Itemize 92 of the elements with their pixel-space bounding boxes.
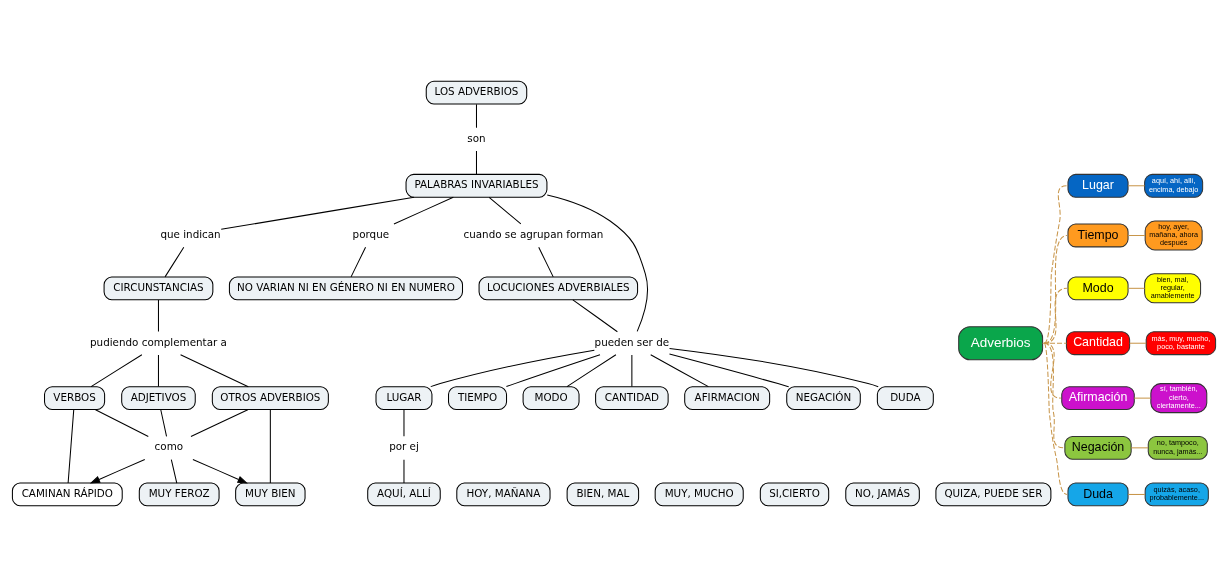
connector xyxy=(1043,287,1068,344)
node-box: NO VARIAN NI EN GÉNERO NI EN NUMERO xyxy=(228,275,463,300)
node-text: cuando se agrupan forman xyxy=(463,227,604,240)
connector xyxy=(220,196,415,230)
node-box: LOS ADVERBIOS xyxy=(425,80,528,104)
node-box: TIEMPO xyxy=(448,385,508,410)
node-text: como xyxy=(154,439,184,452)
connector xyxy=(170,458,178,484)
node-box: Adverbios xyxy=(958,325,1044,360)
connector xyxy=(157,299,159,332)
connector xyxy=(164,246,185,277)
node-box: Tiempo xyxy=(1067,223,1129,247)
node-box: AFIRMACION xyxy=(684,385,771,410)
node-box: Cantidad xyxy=(1065,330,1131,355)
node-text: por ej xyxy=(389,439,419,452)
node-box: PALABRAS INVARIABLES xyxy=(405,173,548,198)
node-box: Afirmación xyxy=(1061,385,1135,410)
connector xyxy=(350,246,367,277)
node-text: pueden ser de xyxy=(594,335,670,348)
connector xyxy=(546,193,648,332)
node-box: sí, también, cierto, ciertamente... xyxy=(1150,382,1208,413)
connector xyxy=(1043,342,1068,495)
connector xyxy=(67,408,75,483)
connector xyxy=(90,353,143,387)
node-box: CANTIDAD xyxy=(595,385,669,410)
node-box: más, muy, mucho, poco, bastante xyxy=(1145,330,1217,355)
node-box: NO, JAMÁS xyxy=(845,482,920,506)
connector xyxy=(1127,184,1145,186)
connector xyxy=(1130,446,1149,448)
connector xyxy=(1127,234,1146,236)
connector xyxy=(1043,234,1068,344)
connector xyxy=(1043,184,1068,344)
connector xyxy=(488,196,522,224)
node-box: MUY FEROZ xyxy=(138,482,220,506)
node-box: CAMINAN RÁPIDO xyxy=(11,482,123,506)
node-box: bien, mal, regular, amablemente xyxy=(1144,272,1202,303)
connector xyxy=(538,246,554,277)
connector xyxy=(669,347,879,387)
connector xyxy=(505,353,601,387)
connector xyxy=(1133,397,1152,399)
connector xyxy=(650,353,709,387)
connector xyxy=(1043,342,1065,448)
connector xyxy=(430,349,595,387)
node-box: CIRCUNSTANCIAS xyxy=(103,275,214,300)
connector xyxy=(475,149,477,175)
node-text: son xyxy=(467,131,486,144)
connector xyxy=(180,353,249,387)
node-box: SI,CIERTO xyxy=(759,482,830,506)
node-box: BIEN, MAL xyxy=(566,482,640,506)
node-box: no, tampoco, nunca, jamás... xyxy=(1147,435,1208,460)
connector xyxy=(475,103,477,128)
node-box: Negación xyxy=(1064,435,1132,460)
connector xyxy=(94,408,149,437)
connector xyxy=(1127,493,1146,495)
node-box: LUGAR xyxy=(375,385,433,410)
node-box: aquí, ahí, allí, encima, debajo xyxy=(1144,173,1204,198)
connector xyxy=(1129,342,1147,344)
node-box: MUY, MUCHO xyxy=(654,482,744,506)
node-box: OTROS ADVERBIOS xyxy=(211,385,329,410)
node-box: Modo xyxy=(1067,275,1129,300)
connector xyxy=(190,408,249,437)
node-box: MUY BIEN xyxy=(235,482,306,506)
connector xyxy=(1127,287,1146,289)
node-text: pudiendo complementar a xyxy=(90,335,227,348)
connector xyxy=(403,408,405,437)
node-text: que indican xyxy=(160,227,221,240)
connector xyxy=(160,408,168,437)
node-box: HOY, MAÑANA xyxy=(456,482,551,506)
node-box: ADJETIVOS xyxy=(121,385,196,410)
connector xyxy=(668,353,790,387)
connector xyxy=(393,196,454,225)
node-box: LOCUCIONES ADVERBIALES xyxy=(478,275,639,300)
connector xyxy=(572,298,618,332)
node-box: MODO xyxy=(522,385,580,410)
node-text: porque xyxy=(352,227,390,240)
arrow xyxy=(89,458,146,484)
node-box: Duda xyxy=(1067,482,1129,506)
node-box: VERBOS xyxy=(44,385,106,410)
node-box: Lugar xyxy=(1067,173,1129,198)
node-box: DUDA xyxy=(876,385,934,410)
connector xyxy=(269,408,271,483)
node-box: hoy, ayer, mañana, ahora después xyxy=(1144,219,1203,250)
node-box: NEGACIÓN xyxy=(786,385,861,410)
connector xyxy=(403,458,405,484)
connector xyxy=(631,353,633,387)
node-box: AQUÍ, ALLÍ xyxy=(367,482,441,506)
node-box: quizás, acaso, probablemente... xyxy=(1144,482,1209,506)
arrow xyxy=(192,458,248,484)
connector xyxy=(1042,342,1067,344)
connector xyxy=(566,353,617,387)
connector xyxy=(157,353,159,387)
node-box: QUIZA, PUEDE SER xyxy=(935,482,1052,506)
